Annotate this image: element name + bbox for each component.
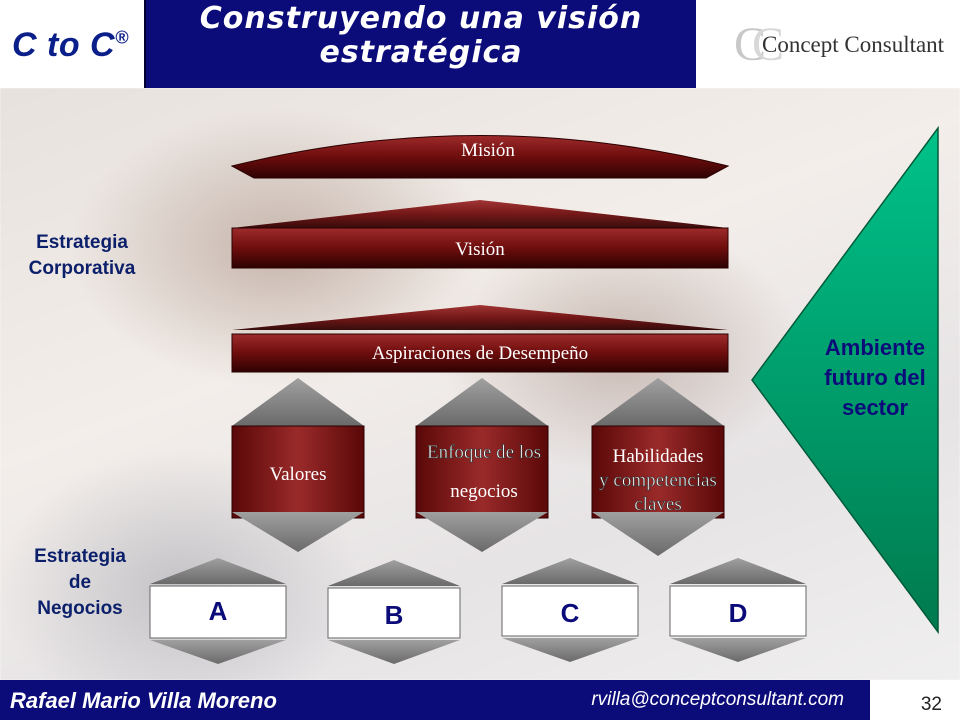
page-title: Construyendo una visión estratégica [199,1,643,70]
estrategia-corporativa-label: Estrategia Corporativa [28,232,136,279]
logo-text: Concept Consultant [762,32,945,57]
consultant-logo-box: C C Concept Consultant [696,0,960,88]
brand-box: C to C® [0,0,146,88]
business-unit-d: D [669,558,807,662]
pillar-habilidades-label-2: y competencias [599,470,717,491]
pillar-habilidades-label-3: claves [634,494,681,515]
business-unit-c: C [501,558,639,662]
pillar-habilidades: Habilidades y competencias claves [591,378,725,556]
pillar-valores: Valores [231,378,365,552]
pillar-enfoque-label-1: Enfoque de los [427,442,541,463]
mision-shape: Misión [230,135,730,179]
business-unit-d-label: D [729,598,748,628]
mision-label: Misión [461,140,515,161]
vision-label: Visión [455,239,505,260]
business-unit-b-label: B [385,600,404,630]
business-unit-c-label: C [561,598,580,628]
aspiraciones-label: Aspiraciones de Desempeño [372,343,588,364]
ambiente-triangle [751,125,939,635]
business-unit-a: A [149,558,287,664]
author-email: rvilla@conceptconsultant.com [591,689,844,710]
pillar-enfoque: Enfoque de los negocios [415,378,549,552]
title-bar: Construyendo una visión estratégica [146,0,696,88]
vision-shape: Visión [231,200,729,269]
page-number: 32 [920,694,942,715]
business-unit-a-label: A [209,596,228,626]
pillar-valores-label: Valores [270,464,327,485]
footer-bar: Rafael Mario Villa Moreno rvilla@concept… [0,680,870,720]
business-unit-b: B [327,560,461,664]
svg-text:C: C [734,18,766,68]
cc-logo-icon: C C [734,18,784,68]
author-name: Rafael Mario Villa Moreno [10,688,277,713]
pillar-habilidades-label-1: Habilidades [613,446,704,467]
ambiente-label: Ambiente futuro del sector [824,335,926,420]
pillar-enfoque-label-2: negocios [450,481,518,502]
aspiraciones-shape: Aspiraciones de Desempeño [231,305,729,373]
estrategia-negocios-label: Estrategia de Negocios [34,546,126,619]
brand-logo: C to C® [12,26,129,64]
svg-text:C: C [752,18,784,68]
page-number-box: 32 [870,680,960,720]
